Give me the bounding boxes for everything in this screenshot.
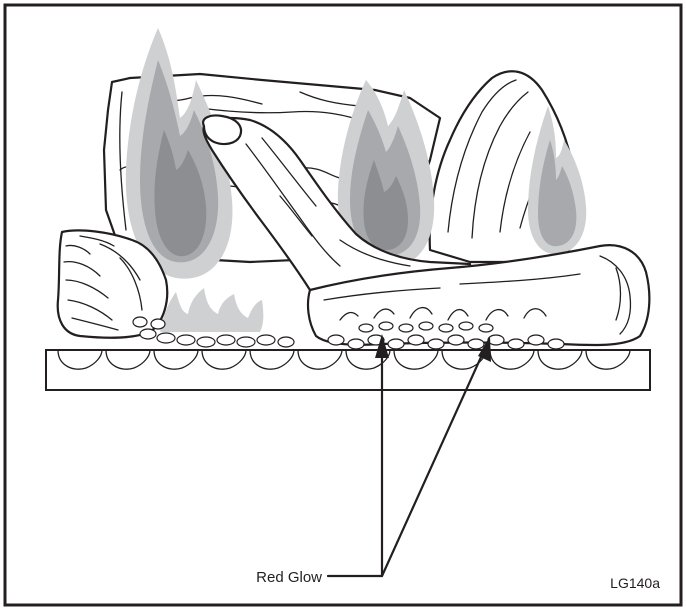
callout-label: Red Glow — [256, 569, 322, 586]
burner-grate — [46, 350, 650, 390]
figure-id: LG140a — [610, 575, 660, 591]
